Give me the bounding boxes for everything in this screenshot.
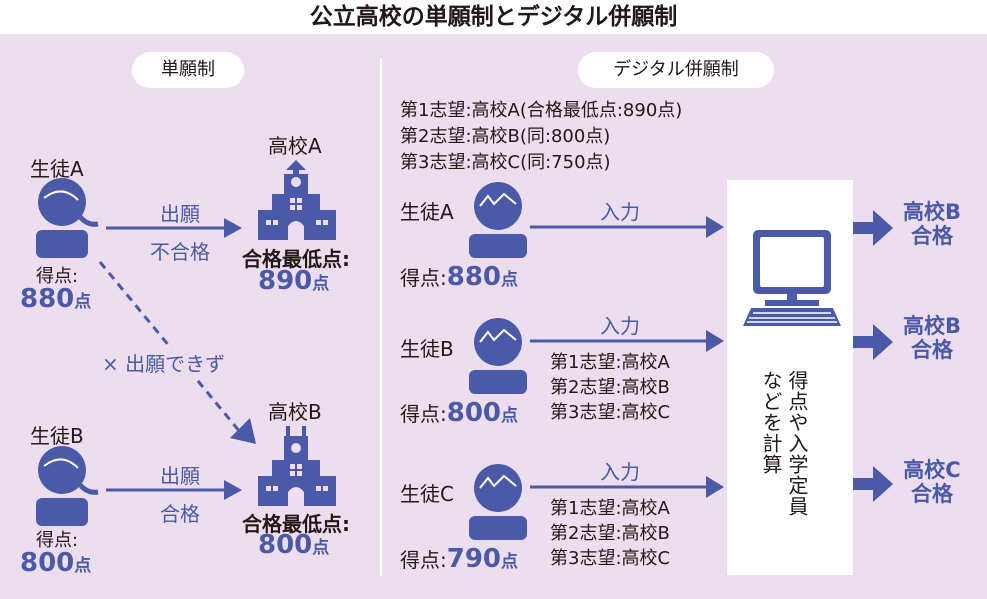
male-student-b-icon (469, 318, 527, 394)
arrow-a-apply-label: 出願 (160, 202, 200, 226)
right-student-a-input-label: 入力 (600, 200, 640, 224)
left-student-a-score: 880点 (20, 284, 91, 314)
female-student-b-icon (36, 446, 99, 526)
left-school-b-name: 高校B (268, 400, 322, 424)
section-divider (380, 58, 382, 576)
left-student-b-name: 生徒B (30, 424, 84, 448)
input-arrow-c (530, 476, 724, 498)
apply-arrow-b (106, 480, 242, 500)
choice-2: 第2志望:高校B (550, 377, 670, 398)
result-arrow-b (853, 324, 893, 360)
right-student-b-input-label: 入力 (600, 314, 640, 338)
right-student-a-score: 得点:880点 (400, 262, 518, 292)
score-label: 得点: (400, 266, 447, 290)
score-value: 880 (446, 262, 502, 292)
choice-1: 第1志望:高校A (550, 352, 670, 373)
result-status: 合格 (911, 482, 953, 506)
score-unit: 点 (501, 270, 519, 290)
preference-2: 第2志望:高校B(同:800点) (400, 126, 611, 147)
left-student-a-name: 生徒A (30, 157, 84, 181)
choice-3: 第3志望:高校C (550, 548, 671, 569)
input-arrow-b (530, 330, 724, 352)
score-value: 800 (446, 398, 502, 428)
right-student-c-input-label: 入力 (600, 460, 640, 484)
female-student-a-icon (36, 178, 99, 258)
left-school-a-name: 高校A (268, 134, 322, 158)
computer-description: 得点や入学定員 などを計算 (758, 370, 810, 517)
computer-text-line-1: 得点や入学定員 (785, 370, 809, 517)
score-unit: 点 (74, 292, 92, 312)
result-school: 高校C (903, 458, 961, 482)
school-preferences-list: 第1志望:高校A(合格最低点:890点) 第2志望:高校B(同:800点) 第3… (400, 98, 682, 176)
result-arrow-c (853, 466, 893, 502)
score-unit: 点 (74, 556, 92, 576)
digital-combined-heading: デジタル併願制 (578, 52, 774, 88)
right-student-b-name: 生徒B (400, 337, 454, 361)
result-school: 高校B (902, 200, 961, 224)
left-student-b-score: 800点 (20, 548, 91, 578)
result-status: 合格 (911, 224, 953, 248)
result-school: 高校B (902, 314, 961, 338)
apply-arrow-a (106, 218, 242, 238)
school-b-min-label: 合格最低点: (242, 512, 350, 536)
choice-3: 第3志望:高校C (550, 402, 671, 423)
left-student-a-score-label: 得点: (36, 266, 79, 287)
score-value: 790 (446, 544, 502, 574)
right-student-c-score: 得点:790点 (400, 544, 518, 574)
choice-2: 第2志望:高校B (550, 523, 670, 544)
choice-1: 第1志望:高校A (550, 498, 670, 519)
arrow-b-apply-label: 出願 (160, 464, 200, 488)
min-score-value: 800 (258, 530, 313, 560)
preference-1: 第1志望:高校A(合格最低点:890点) (400, 100, 683, 121)
score-label: 得点: (400, 548, 447, 572)
right-student-c-name: 生徒C (400, 482, 454, 506)
left-student-b-score-label: 得点: (36, 530, 79, 551)
score-unit: 点 (501, 552, 519, 572)
min-score-unit: 点 (312, 538, 330, 558)
male-student-c-icon (469, 464, 527, 540)
computer-text-line-2: などを計算 (759, 370, 783, 475)
arrow-a-fail-label: 不合格 (150, 240, 210, 264)
student-b-choices: 第1志望:高校A 第2志望:高校B 第3志望:高校C (550, 350, 670, 425)
score-label: 得点: (400, 402, 447, 426)
diagram-title: 公立高校の単願制とデジタル併願制 (309, 4, 678, 30)
school-b-min-score: 800点 (258, 530, 329, 560)
school-a-min-label: 合格最低点: (242, 247, 350, 271)
school-a-min-score: 890点 (258, 266, 329, 296)
score-value: 880 (20, 284, 75, 314)
right-student-a-name: 生徒A (400, 200, 454, 224)
preference-3: 第3志望:高校C(同:750点) (400, 152, 611, 173)
student-c-choices: 第1志望:高校A 第2志望:高校B 第3志望:高校C (550, 496, 670, 571)
result-arrow-a (853, 210, 893, 246)
right-student-b-score: 得点:800点 (400, 398, 518, 428)
result-status: 合格 (911, 338, 953, 362)
school-a-building-icon (258, 160, 336, 240)
cannot-apply-label: × 出願できず (100, 348, 228, 377)
min-score-value: 890 (258, 266, 313, 296)
single-application-heading: 単願制 (132, 52, 244, 88)
arrow-b-pass-label: 合格 (160, 502, 200, 526)
blocked-dashed-arrow (98, 261, 256, 444)
school-b-building-icon (258, 426, 336, 506)
score-value: 800 (20, 548, 75, 578)
input-arrow-a (530, 216, 724, 238)
score-unit: 点 (501, 406, 519, 426)
computer-icon (743, 230, 841, 326)
male-student-a-icon (469, 182, 527, 258)
min-score-unit: 点 (312, 274, 330, 294)
